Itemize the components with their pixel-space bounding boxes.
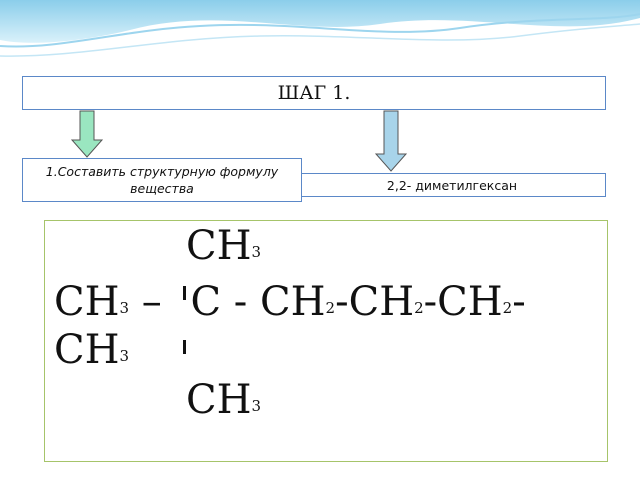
task-label: 1.Составить структурную формулу вещества: [45, 164, 279, 196]
decorative-wave-header: [0, 0, 640, 57]
structural-formula-box: [44, 220, 608, 462]
task-box: 1.Составить структурную формулу вещества: [22, 158, 302, 202]
formula-main-chain: CH3 – C - CH2-CH2-CH2-: [54, 279, 526, 325]
bond-upper: [183, 286, 186, 300]
compound-name-box: 2,2- диметилгексан: [298, 173, 606, 197]
bond-lower: [183, 340, 186, 354]
formula-bottom-methyl: CH3: [186, 377, 262, 423]
step-title: ШАГ 1.: [277, 82, 351, 104]
step-title-box: ШАГ 1.: [22, 76, 606, 110]
compound-name: 2,2- диметилгексан: [386, 177, 518, 193]
quaternary-carbon: C: [190, 279, 222, 325]
formula-top-methyl: CH3: [186, 223, 262, 269]
formula-wrapped-methyl: CH3: [54, 327, 130, 373]
down-arrow-right-icon: [374, 110, 408, 172]
down-arrow-left-icon: [70, 110, 104, 158]
